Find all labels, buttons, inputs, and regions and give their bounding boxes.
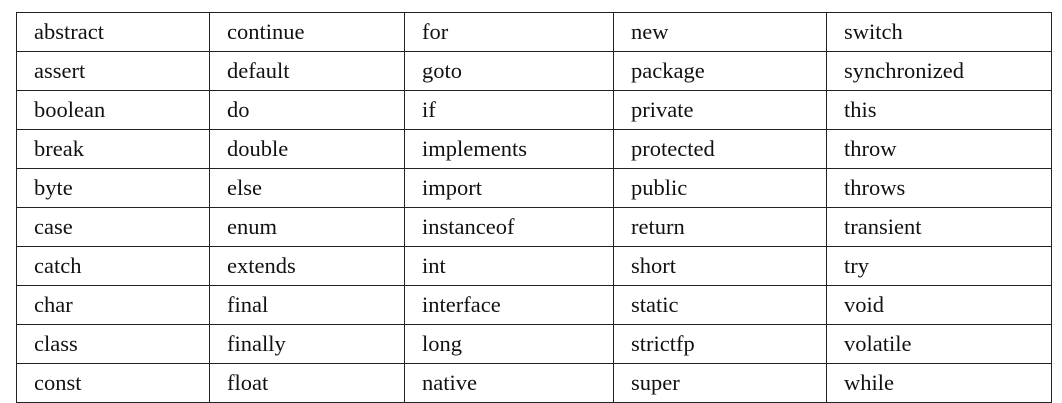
keyword-cell: else bbox=[209, 168, 405, 208]
keyword-cell: instanceof bbox=[404, 207, 614, 247]
table-row: catch extends int short try bbox=[16, 246, 1052, 286]
keyword-cell: interface bbox=[404, 285, 614, 325]
keyword-cell: boolean bbox=[16, 90, 210, 130]
table-row: class finally long strictfp volatile bbox=[16, 324, 1052, 364]
java-keywords-table: abstract continue for new switch assert … bbox=[16, 12, 1052, 403]
table-row: const float native super while bbox=[16, 363, 1052, 403]
keyword-cell: package bbox=[613, 51, 827, 91]
table-row: assert default goto package synchronized bbox=[16, 51, 1052, 91]
keyword-cell: float bbox=[209, 363, 405, 403]
keyword-cell: public bbox=[613, 168, 827, 208]
keyword-cell: int bbox=[404, 246, 614, 286]
keyword-cell: short bbox=[613, 246, 827, 286]
keyword-cell: transient bbox=[826, 207, 1052, 247]
keyword-cell: static bbox=[613, 285, 827, 325]
keyword-cell: finally bbox=[209, 324, 405, 364]
keyword-cell: const bbox=[16, 363, 210, 403]
keyword-cell: private bbox=[613, 90, 827, 130]
keyword-cell: this bbox=[826, 90, 1052, 130]
table-row: abstract continue for new switch bbox=[16, 12, 1052, 52]
keyword-cell: enum bbox=[209, 207, 405, 247]
keyword-cell: goto bbox=[404, 51, 614, 91]
table-row: char final interface static void bbox=[16, 285, 1052, 325]
keyword-cell: volatile bbox=[826, 324, 1052, 364]
keyword-cell: try bbox=[826, 246, 1052, 286]
keyword-cell: default bbox=[209, 51, 405, 91]
keyword-cell: byte bbox=[16, 168, 210, 208]
table-row: boolean do if private this bbox=[16, 90, 1052, 130]
keyword-cell: final bbox=[209, 285, 405, 325]
keyword-cell: continue bbox=[209, 12, 405, 52]
keyword-cell: assert bbox=[16, 51, 210, 91]
keyword-cell: new bbox=[613, 12, 827, 52]
keyword-cell: throws bbox=[826, 168, 1052, 208]
keyword-cell: abstract bbox=[16, 12, 210, 52]
keyword-cell: char bbox=[16, 285, 210, 325]
keyword-cell: return bbox=[613, 207, 827, 247]
keyword-cell: super bbox=[613, 363, 827, 403]
keyword-cell: void bbox=[826, 285, 1052, 325]
keyword-cell: native bbox=[404, 363, 614, 403]
keyword-cell: break bbox=[16, 129, 210, 169]
keyword-cell: class bbox=[16, 324, 210, 364]
keyword-cell: throw bbox=[826, 129, 1052, 169]
keyword-cell: for bbox=[404, 12, 614, 52]
keyword-cell: switch bbox=[826, 12, 1052, 52]
table-row: byte else import public throws bbox=[16, 168, 1052, 208]
keyword-cell: if bbox=[404, 90, 614, 130]
table-row: break double implements protected throw bbox=[16, 129, 1052, 169]
keyword-cell: extends bbox=[209, 246, 405, 286]
keyword-cell: protected bbox=[613, 129, 827, 169]
keyword-cell: implements bbox=[404, 129, 614, 169]
keyword-cell: do bbox=[209, 90, 405, 130]
keyword-cell: strictfp bbox=[613, 324, 827, 364]
keyword-table-container: abstract continue for new switch assert … bbox=[16, 12, 1052, 403]
keyword-cell: while bbox=[826, 363, 1052, 403]
keyword-cell: long bbox=[404, 324, 614, 364]
keyword-table-body: abstract continue for new switch assert … bbox=[16, 12, 1052, 403]
keyword-cell: double bbox=[209, 129, 405, 169]
keyword-cell: import bbox=[404, 168, 614, 208]
keyword-cell: case bbox=[16, 207, 210, 247]
table-row: case enum instanceof return transient bbox=[16, 207, 1052, 247]
keyword-cell: catch bbox=[16, 246, 210, 286]
keyword-cell: synchronized bbox=[826, 51, 1052, 91]
